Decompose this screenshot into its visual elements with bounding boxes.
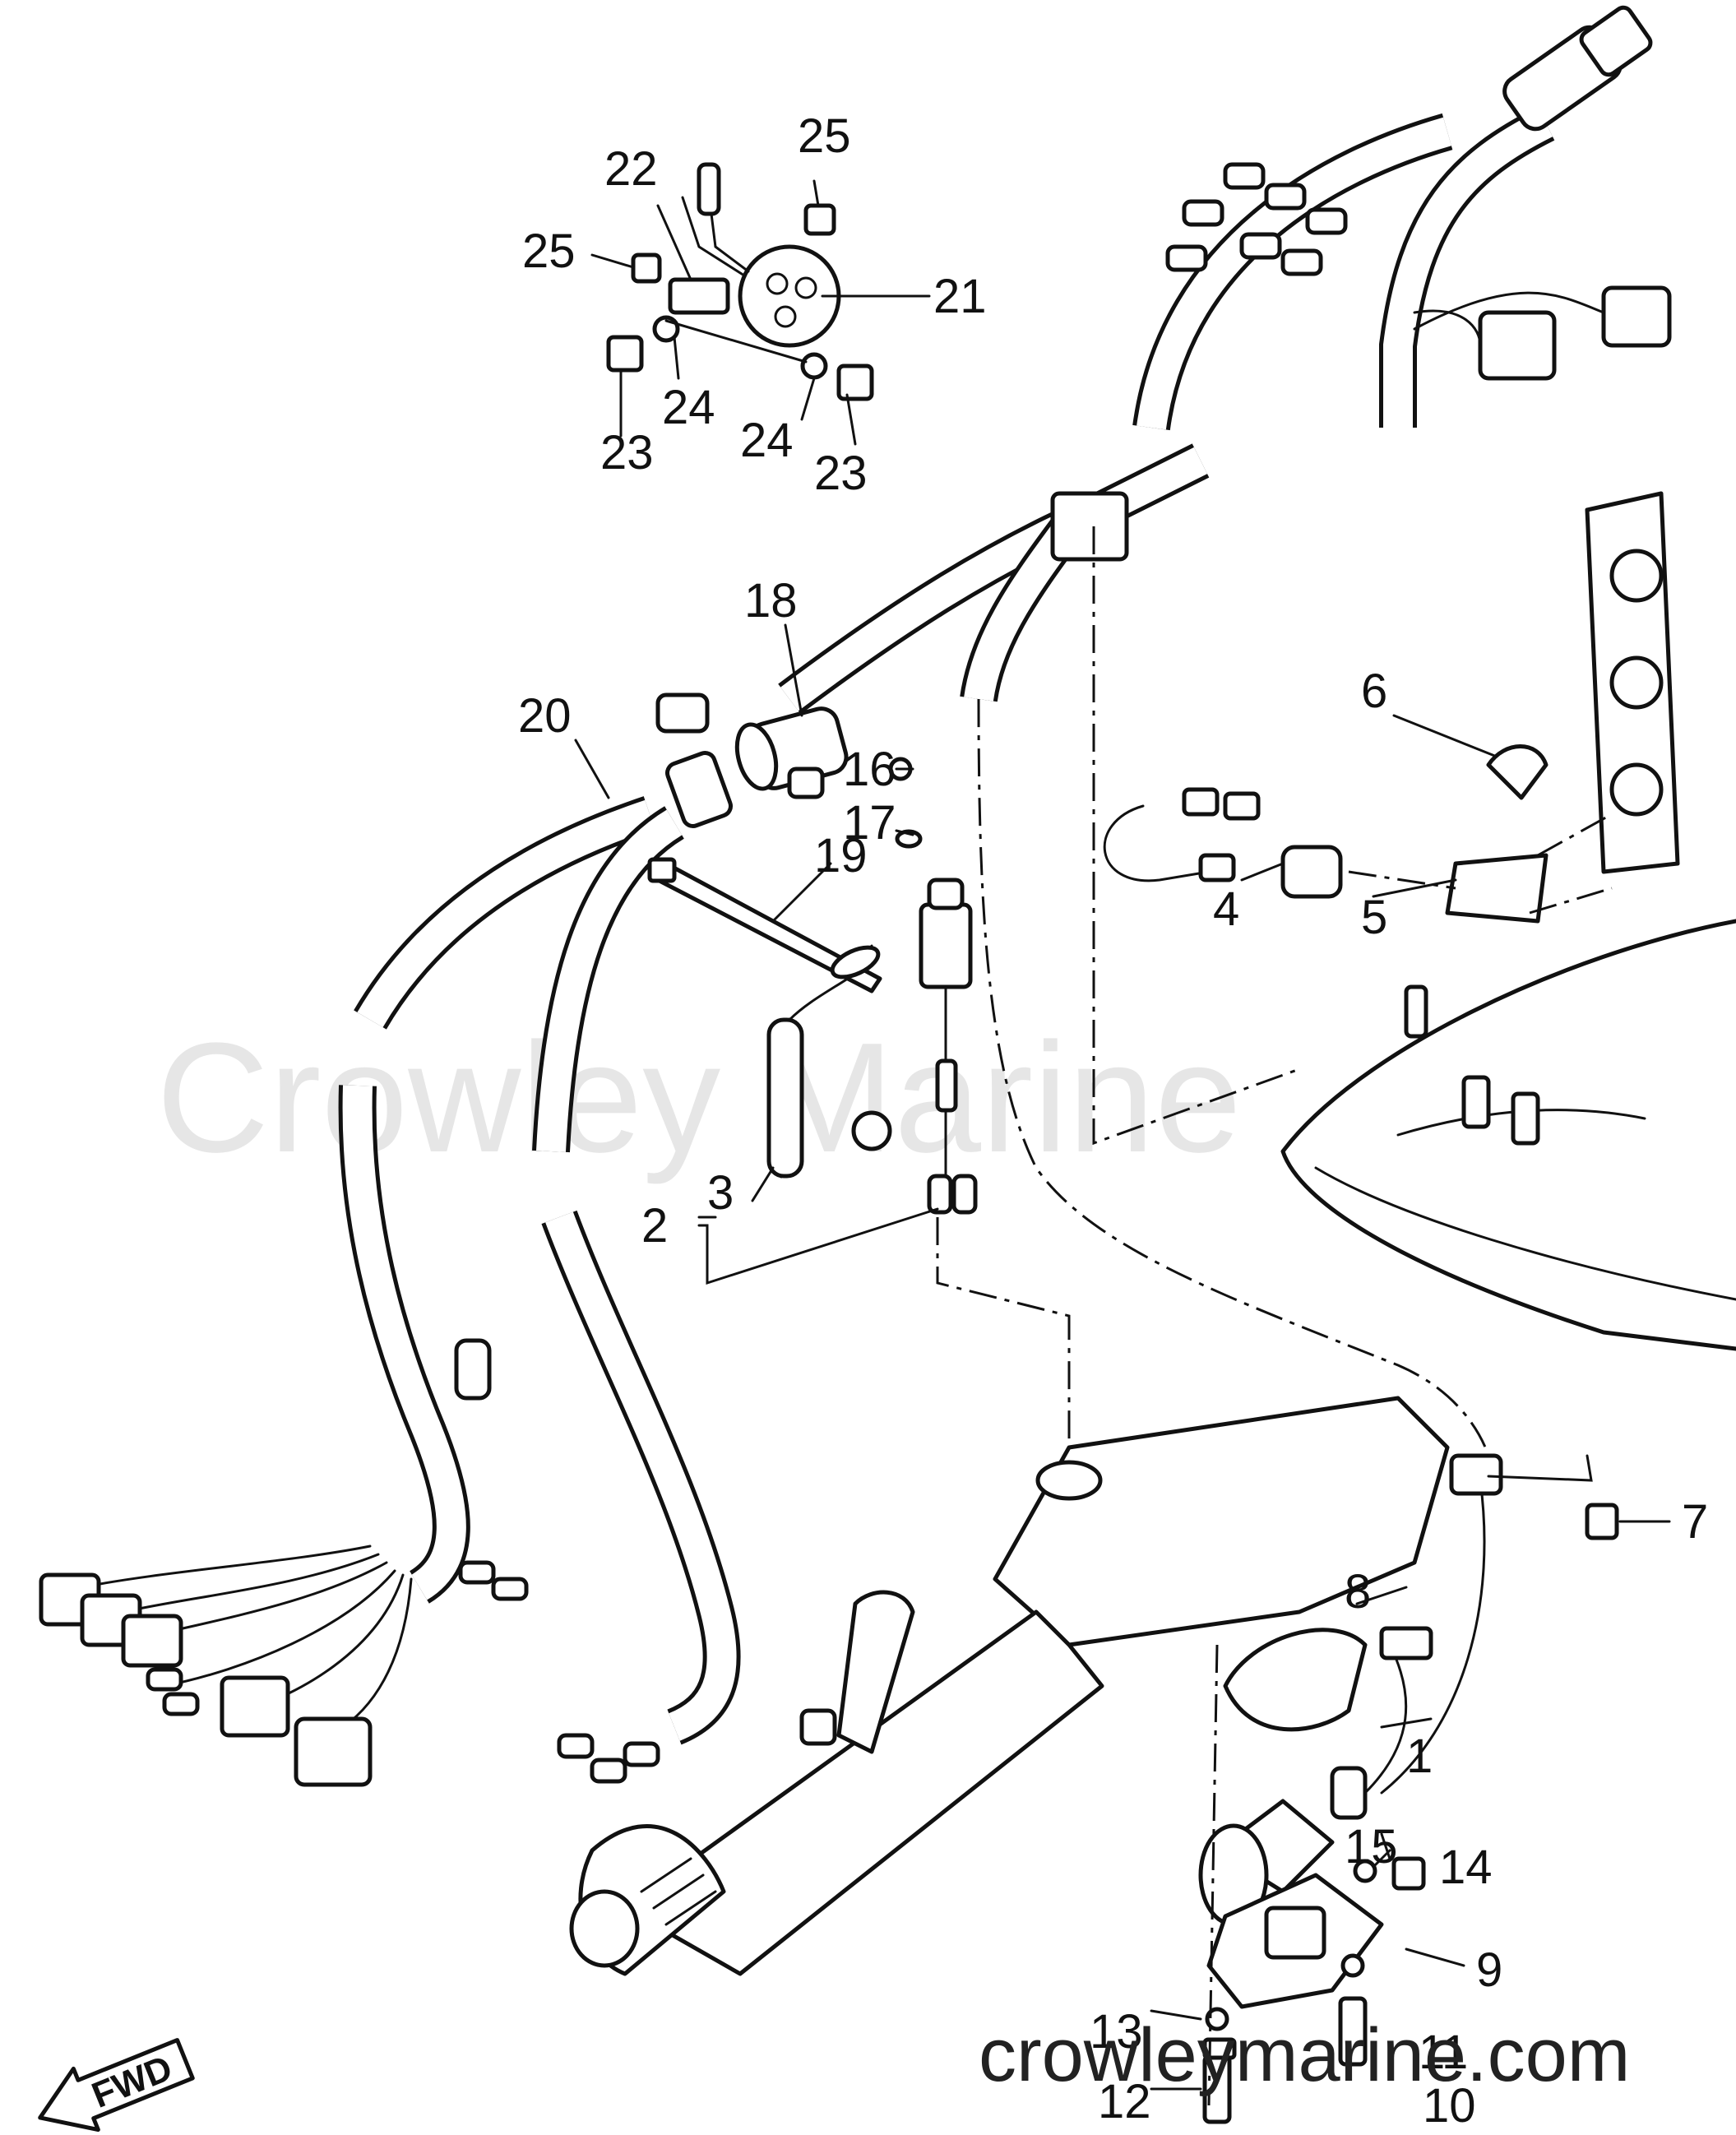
part-18-connector (734, 706, 849, 799)
callout-17: 17 (843, 796, 896, 850)
bullet-connectors (1165, 162, 1348, 276)
callout-6: 6 (1361, 665, 1387, 718)
part-21-switch-assembly (606, 162, 874, 401)
hardware (888, 757, 1619, 2124)
callout-7: 7 (1682, 1495, 1708, 1549)
callout-23-right: 23 (814, 447, 868, 500)
part-5-6-bracket (1445, 491, 1680, 924)
callout-12: 12 (1098, 2075, 1151, 2128)
fwd-arrow: FWD (38, 2038, 195, 2133)
callout-11: 11 (1419, 2026, 1468, 2079)
part-2-3-stop-switch (766, 878, 978, 1215)
callout-18: 18 (744, 574, 798, 628)
site-url: crowleymarine.com (979, 2013, 1630, 2097)
main-harness (778, 5, 1672, 715)
leader-lines (574, 179, 1671, 2091)
part-4-sensor (1103, 787, 1343, 899)
callout-21: 21 (933, 270, 987, 323)
callout-20: 20 (518, 689, 572, 743)
part-1-8-9-switch (1198, 1453, 1503, 2009)
callout-16: 16 (843, 743, 896, 796)
callout-9: 9 (1476, 1943, 1502, 1997)
callout-19: 19 (814, 829, 868, 882)
callout-2: 2 (641, 1199, 668, 1253)
bottom-cowling (1280, 919, 1736, 1351)
callout-1: 1 (1406, 1730, 1433, 1783)
callout-numbers: 1 2 3 4 5 6 7 8 9 10 11 12 13 14 15 16 1… (518, 109, 1708, 2133)
callout-14: 14 (1439, 1841, 1493, 1894)
callout-25-top: 25 (798, 109, 851, 163)
callout-4: 4 (1213, 882, 1239, 936)
tiller-handle (569, 1396, 1450, 1976)
callout-3: 3 (707, 1166, 734, 1220)
callout-23-left: 23 (600, 426, 654, 479)
callout-24-right: 24 (740, 414, 794, 467)
reference-lines (936, 526, 1613, 2106)
watermark: Crowley Marine (156, 1011, 1242, 1185)
part-20-lower-harness (39, 692, 741, 1787)
callout-24-left: 24 (662, 381, 715, 434)
callout-13: 13 (1090, 2005, 1143, 2059)
callout-5: 5 (1361, 891, 1387, 944)
callout-25-left: 25 (522, 225, 576, 278)
callout-8: 8 (1345, 1565, 1371, 1619)
callout-22: 22 (604, 142, 658, 196)
callout-10: 10 (1423, 2079, 1476, 2133)
part-19-cable-tie (647, 857, 882, 993)
callout-15: 15 (1345, 1820, 1398, 1873)
